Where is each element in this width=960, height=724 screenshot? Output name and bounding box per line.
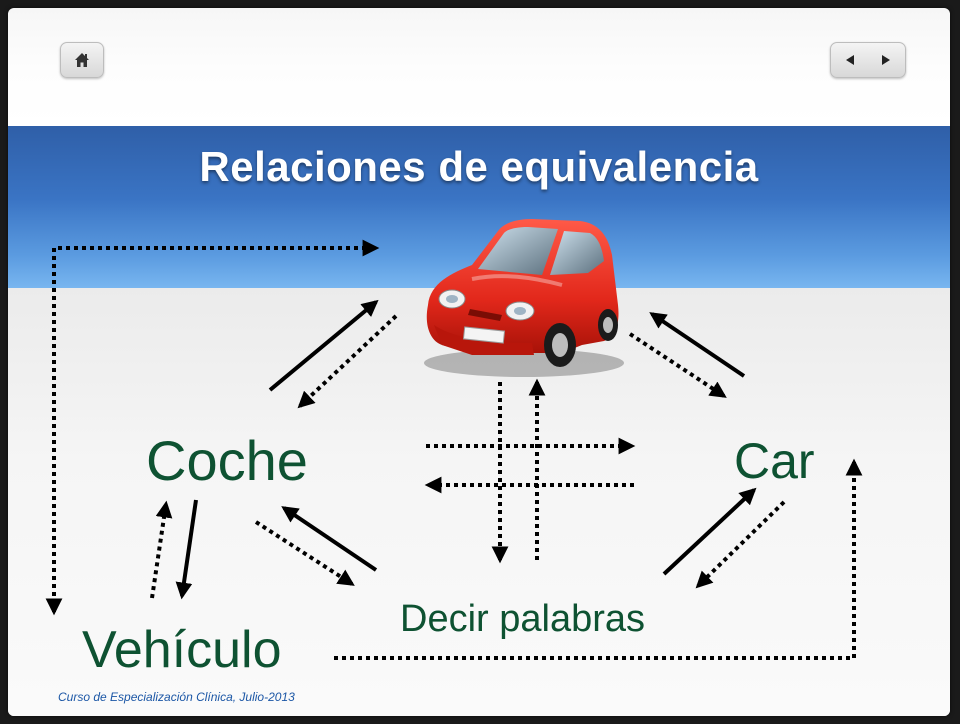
loop-vehiculo-to-car-bottom-arrow [334, 458, 863, 660]
car-to-decir-arrow [695, 500, 786, 589]
slide: Relaciones de equivalencia Coche Car Veh… [8, 8, 950, 716]
home-icon [75, 53, 89, 67]
car-image-to-car-arrow [628, 332, 727, 398]
triangle-left-icon [846, 55, 854, 65]
node-car: Car [734, 433, 815, 489]
previous-slide-button[interactable] [832, 43, 868, 77]
coche-to-decir-arrow [254, 520, 355, 586]
node-vehiculo: Vehículo [82, 621, 282, 679]
car-image-to-coche-arrow [297, 314, 398, 409]
triangle-right-icon [882, 55, 890, 65]
slide-title: Relaciones de equivalencia [199, 143, 759, 190]
slide-navigation [830, 42, 906, 78]
loop-vehiculo-to-car-arrow [45, 239, 380, 616]
coche-to-vehiculo-arrow [175, 499, 198, 600]
red-car-image [424, 219, 624, 377]
home-button[interactable] [60, 42, 104, 78]
car-to-car-image-arrow [649, 312, 746, 378]
vehiculo-to-coche-arrow [150, 500, 173, 599]
next-slide-button[interactable] [868, 43, 904, 77]
slide-footer: Curso de Especialización Clínica, Julio-… [58, 690, 295, 704]
relation-arrows [45, 239, 863, 660]
decir-to-coche-arrow [281, 506, 378, 572]
decir-to-car-arrow [662, 487, 757, 576]
node-decir-palabras: Decir palabras [400, 598, 645, 640]
coche-to-car-image-arrow [268, 299, 379, 392]
